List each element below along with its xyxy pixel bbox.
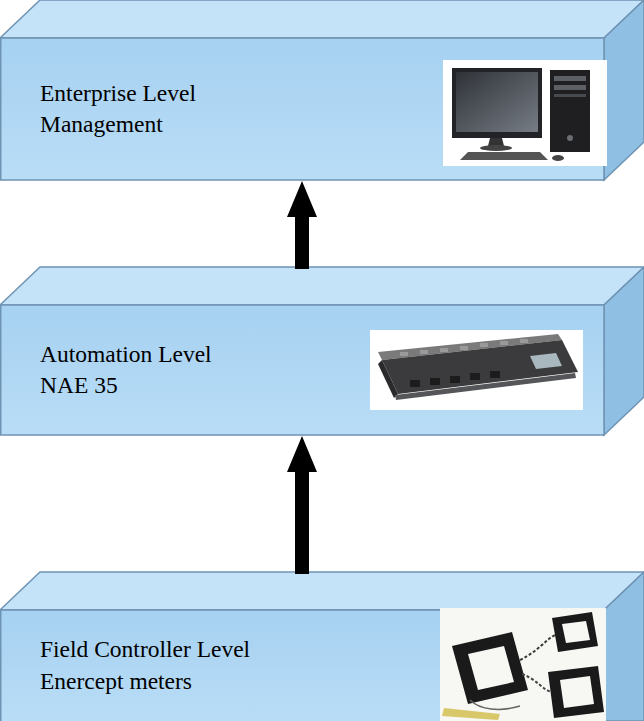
level-label: Automation Level xyxy=(40,339,360,370)
level-label: Enercept meters xyxy=(40,666,430,697)
text-column: Enterprise Level Management xyxy=(40,38,290,180)
flow-arrow xyxy=(287,436,317,574)
level-label: Field Controller Level xyxy=(40,634,430,665)
meter-picture xyxy=(440,608,606,721)
controller-picture xyxy=(370,330,583,410)
computer-picture xyxy=(443,60,607,166)
text-column: Field Controller LevelEnercept meters xyxy=(40,610,430,721)
level-box: Field Controller LevelEnercept meters xyxy=(0,610,604,721)
level-box: Automation LevelNAE 35 xyxy=(0,305,604,435)
text-column: Automation LevelNAE 35 xyxy=(40,305,360,435)
flow-arrow xyxy=(287,181,317,269)
level-label: Enterprise Level Management xyxy=(40,78,290,141)
level-label: NAE 35 xyxy=(40,370,360,401)
level-box: Enterprise Level Management xyxy=(0,38,604,180)
